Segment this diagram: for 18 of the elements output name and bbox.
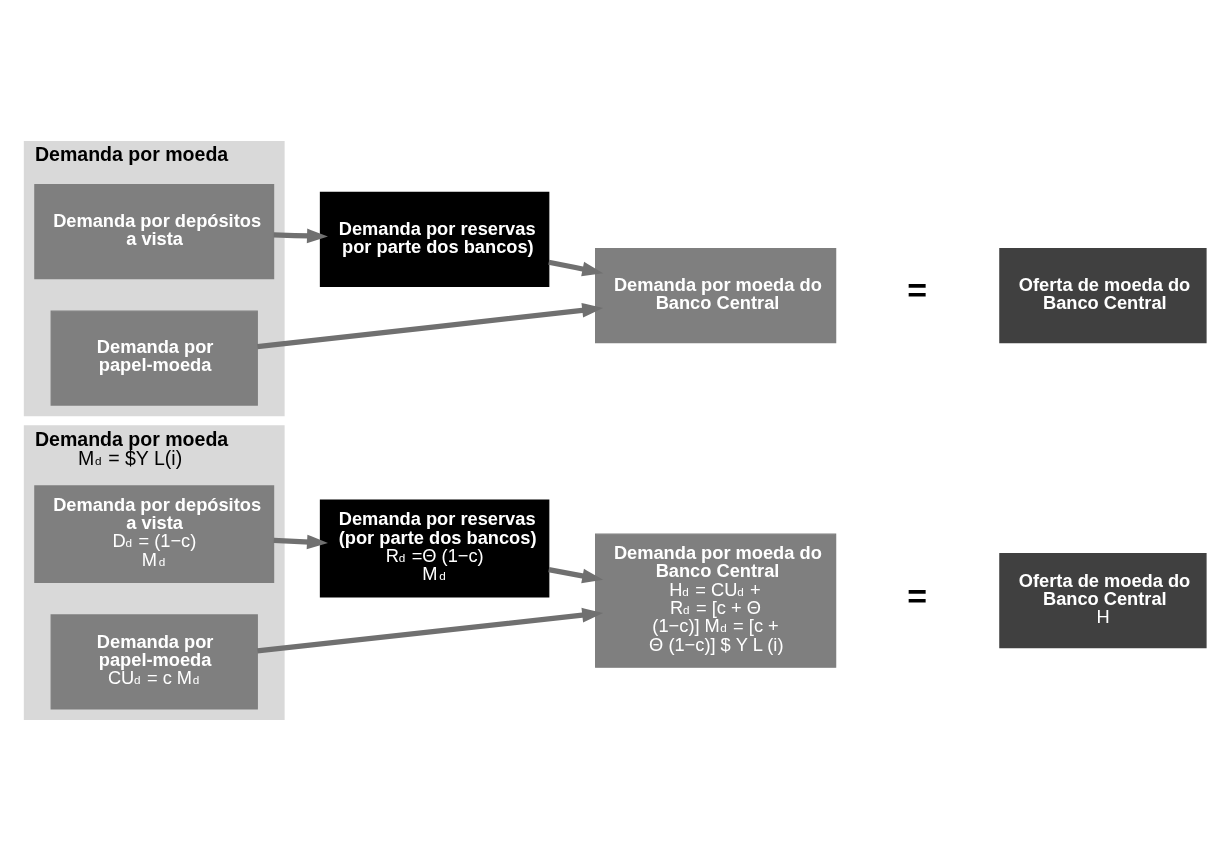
- node-box: Demanda por reservas por parte dos bancos): [319, 191, 550, 287]
- arrow: [257, 607, 604, 653]
- arrow: [257, 302, 604, 349]
- node-box: Demanda por papel-moeda: [50, 310, 258, 406]
- node-box: Oferta de moeda do Banco Central: [999, 247, 1207, 343]
- arrow: [548, 259, 604, 276]
- node-box: Demanda por depósitos a vista Dd = (1−c) Md: [34, 484, 275, 583]
- node-box: Demanda por depósitos a vista: [34, 183, 275, 279]
- node-box: Demanda por papel-moeda CUd = c Md: [50, 613, 258, 710]
- node-box: Demanda por reservas (por parte dos bancos) Rd =Θ (1−c) Md: [319, 499, 550, 597]
- node-box: Demanda por moeda do Banco Central Hd = CUd + Rd = [c + Θ (1−c)] Md = [c + Θ (1−c)] $ Y L (i): [595, 533, 837, 668]
- label: =: [907, 270, 928, 309]
- node-box: Oferta de moeda do Banco Central H: [999, 552, 1207, 648]
- arrow: [273, 534, 328, 549]
- label: =: [907, 576, 928, 615]
- arrow: [273, 228, 328, 243]
- arrow: [548, 566, 604, 583]
- node-box: Demanda por moeda do Banco Central: [595, 247, 837, 343]
